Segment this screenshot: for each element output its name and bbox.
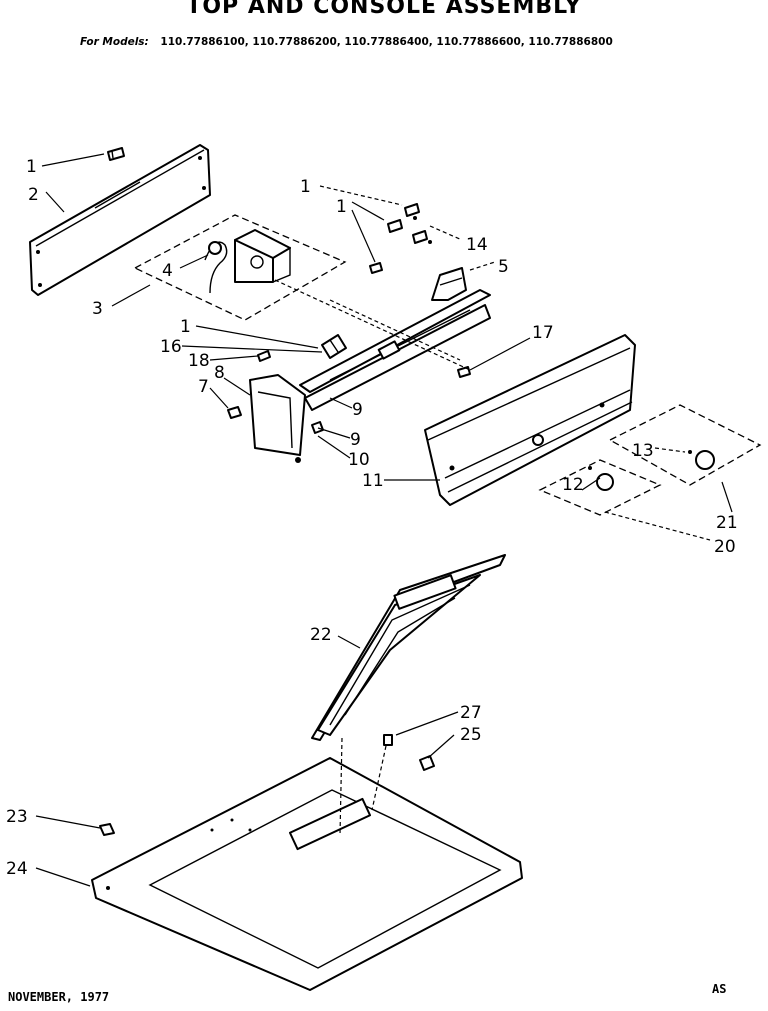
screw-part bbox=[107, 147, 125, 161]
rear-panel-part bbox=[29, 144, 211, 296]
callout-12: 12 bbox=[562, 475, 584, 495]
callout-17: 17 bbox=[532, 323, 554, 343]
models-list: 110.77886100, 110.77886200, 110.77886400… bbox=[160, 36, 613, 48]
callout-labels: 1 2 3 4 1 1 14 5 1 16 18 17 8 7 9 9 10 1… bbox=[6, 157, 738, 879]
callout-1d: 1 bbox=[180, 317, 191, 337]
console-part bbox=[424, 334, 636, 506]
callout-2: 2 bbox=[28, 185, 39, 205]
callout-18: 18 bbox=[188, 351, 210, 371]
callout-14: 14 bbox=[466, 235, 488, 255]
callout-21: 21 bbox=[716, 513, 738, 533]
timer-assembly-outline bbox=[133, 214, 347, 321]
top-panel-part bbox=[91, 757, 523, 991]
callout-7: 7 bbox=[198, 377, 209, 397]
clip-part bbox=[227, 406, 242, 419]
bracket-part bbox=[431, 267, 467, 301]
callout-1b: 1 bbox=[300, 177, 311, 197]
callout-4: 4 bbox=[162, 261, 173, 281]
clip-part-25 bbox=[419, 755, 435, 771]
models-line: For Models: 110.77886100, 110.77886200, … bbox=[80, 36, 760, 48]
screw-cluster bbox=[369, 203, 432, 274]
callout-27: 27 bbox=[460, 703, 482, 723]
footer-date: NOVEMBER, 1977 bbox=[8, 990, 110, 1004]
callout-8: 8 bbox=[214, 363, 225, 383]
callout-9a: 9 bbox=[352, 400, 363, 420]
switch-part bbox=[321, 334, 347, 359]
callout-20: 20 bbox=[714, 537, 736, 557]
knob-assembly bbox=[538, 404, 762, 516]
screw-part-17 bbox=[457, 366, 471, 378]
leader-lines bbox=[35, 153, 733, 887]
callout-11: 11 bbox=[362, 471, 384, 491]
callout-10: 10 bbox=[348, 450, 370, 470]
callout-25: 25 bbox=[460, 725, 482, 745]
rail-part bbox=[299, 289, 491, 411]
callout-9b: 9 bbox=[350, 430, 361, 450]
lint-screen-part bbox=[311, 554, 506, 741]
callout-22: 22 bbox=[310, 625, 332, 645]
diagram-title: TOP AND CONSOLE ASSEMBLY bbox=[186, 0, 582, 19]
screw-part-27 bbox=[383, 734, 393, 746]
footer-code: AS bbox=[712, 982, 727, 996]
small-screw-part bbox=[257, 350, 271, 362]
end-cap-part bbox=[249, 374, 306, 463]
models-label: For Models: bbox=[80, 36, 149, 48]
callout-5: 5 bbox=[498, 257, 509, 277]
callout-1a: 1 bbox=[26, 157, 37, 177]
spacer-part bbox=[311, 421, 324, 434]
clip-part-23 bbox=[99, 823, 115, 836]
callout-24: 24 bbox=[6, 859, 28, 879]
callout-23: 23 bbox=[6, 807, 28, 827]
callout-13: 13 bbox=[632, 441, 654, 461]
callout-1c: 1 bbox=[336, 197, 347, 217]
callout-3: 3 bbox=[92, 299, 103, 319]
callout-16: 16 bbox=[160, 337, 182, 357]
